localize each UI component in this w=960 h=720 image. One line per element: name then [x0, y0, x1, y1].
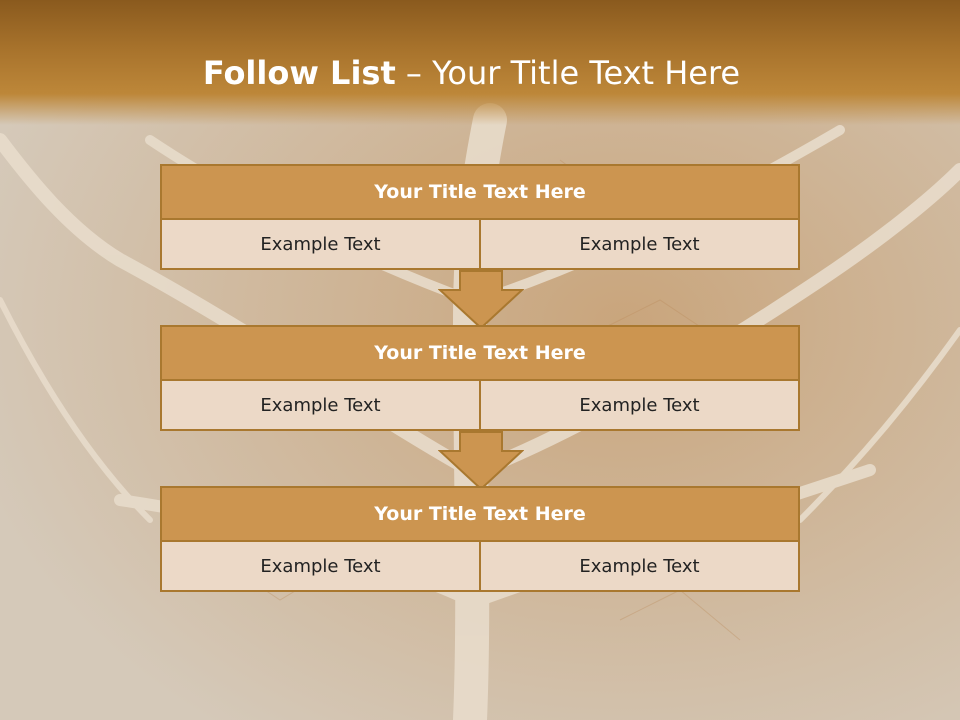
block-cell-right: Example Text	[479, 381, 798, 429]
block-cell-left: Example Text	[260, 233, 381, 255]
block-cell-left: Example Text	[260, 394, 381, 416]
block-title: Your Title Text Here	[160, 164, 800, 220]
block-row: Example Text Example Text	[160, 542, 800, 592]
page-title: Follow List – Your Title Text Here	[0, 54, 943, 92]
down-arrow-icon	[438, 431, 524, 491]
follow-list-block-1: Your Title Text Here Example Text Exampl…	[160, 164, 800, 270]
block-cell-right: Example Text	[479, 220, 798, 268]
block-title: Your Title Text Here	[160, 325, 800, 381]
page-title-bold: Follow List	[202, 54, 396, 92]
follow-list-block-3: Your Title Text Here Example Text Exampl…	[160, 486, 800, 592]
block-cell-left: Example Text	[260, 555, 381, 577]
follow-list-block-2: Your Title Text Here Example Text Exampl…	[160, 325, 800, 431]
block-row: Example Text Example Text	[160, 220, 800, 270]
block-cell-right: Example Text	[479, 542, 798, 590]
block-title: Your Title Text Here	[160, 486, 800, 542]
down-arrow-icon	[438, 270, 524, 330]
block-row: Example Text Example Text	[160, 381, 800, 431]
title-banner	[0, 0, 960, 125]
page-title-rest: – Your Title Text Here	[395, 54, 741, 92]
